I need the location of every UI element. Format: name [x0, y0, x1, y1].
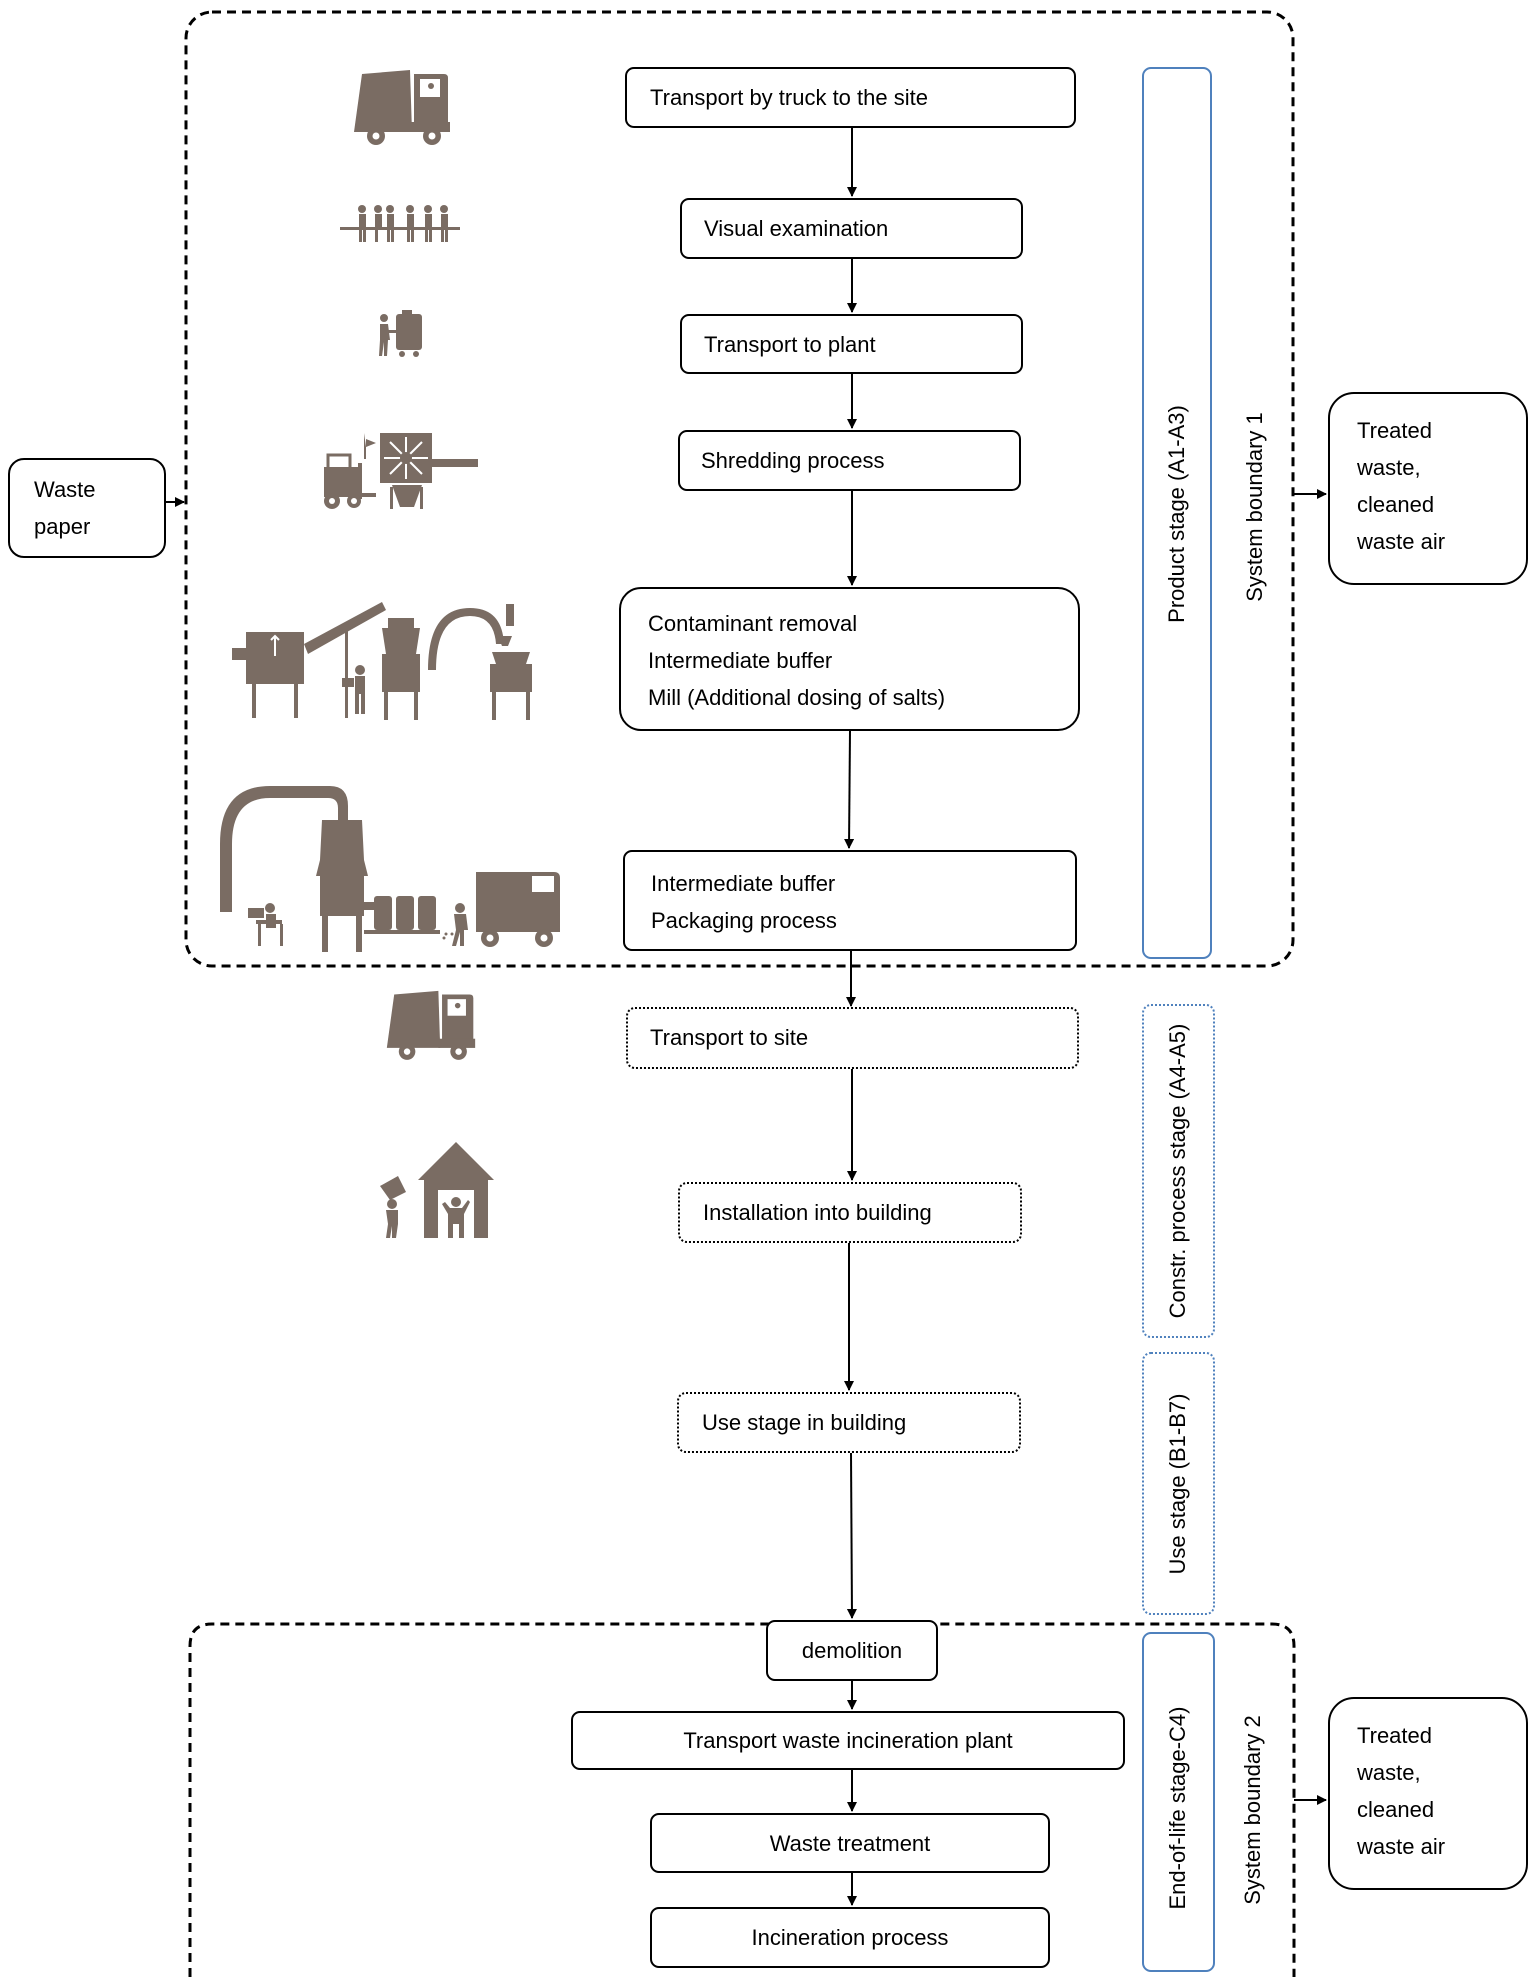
output-label-line: waste air [1357, 1834, 1446, 1859]
step-use-stage: Use stage in building [677, 1392, 1021, 1453]
step-label: Transport to site [650, 1025, 809, 1050]
inspection-workers-icon [340, 205, 460, 242]
input-label-line: paper [34, 514, 91, 539]
step-contaminant-removal: Contaminant removal Intermediate buffer … [619, 587, 1080, 731]
step-label: Incineration process [751, 1925, 949, 1950]
output-label-line: cleaned [1357, 1797, 1435, 1822]
step-truck-to-site: Transport by truck to the site [625, 67, 1076, 128]
step-waste-treatment: Waste treatment [650, 1813, 1050, 1873]
step-installation: Installation into building [678, 1182, 1022, 1243]
worker-with-cart-icon [379, 310, 422, 357]
output-1: Treated waste, cleaned waste air [1328, 392, 1528, 585]
step-shredding: Shredding process [678, 430, 1021, 491]
system-boundary-2-label: System boundary 2 [1240, 1715, 1265, 1905]
step-label: Transport by truck to the site [650, 85, 928, 110]
step-label-line: Intermediate buffer [651, 871, 836, 896]
step-label: Use stage in building [702, 1410, 907, 1435]
output-label-line: waste air [1357, 529, 1446, 554]
output-label-line: Treated [1357, 1723, 1433, 1748]
system-boundary-1-label: System boundary 1 [1242, 412, 1267, 602]
step-transport-incineration: Transport waste incineration plant [571, 1711, 1125, 1770]
step-demolition: demolition [766, 1620, 938, 1681]
step-label: demolition [801, 1638, 903, 1663]
step-label: Transport waste incineration plant [683, 1728, 1013, 1753]
input-label-line: Waste [34, 477, 96, 502]
step-incineration: Incineration process [650, 1907, 1050, 1968]
step-label: Installation into building [703, 1200, 932, 1225]
stage-product-bar [1142, 67, 1212, 959]
stage-construction-label: Constr. process stage (A4-A5) [1165, 1023, 1190, 1319]
step-packaging: Intermediate buffer Packaging process [623, 850, 1077, 951]
step-label-line: Intermediate buffer [648, 648, 833, 673]
stage-construction-bar [1142, 1004, 1215, 1338]
system-boundary-1-frame [184, 10, 1295, 968]
forklift-shredder-icon [324, 433, 478, 509]
stage-eol-label: End-of-life stage-C4) [1165, 1706, 1190, 1910]
stage-product-label: Product stage (A1-A3) [1164, 405, 1189, 623]
step-label-line: Contaminant removal [648, 611, 858, 636]
step-label: Visual examination [704, 216, 889, 241]
garbage-truck-icon [354, 70, 450, 145]
garbage-truck-icon [386, 990, 476, 1060]
stage-use-label: Use stage (B1-B7) [1165, 1393, 1190, 1575]
output-2: Treated waste, cleaned waste air [1328, 1697, 1528, 1890]
stage-use-bar [1142, 1352, 1215, 1615]
input-waste-paper: Waste paper [8, 458, 166, 558]
arrow [846, 1452, 857, 1619]
step-visual-examination: Visual examination [680, 198, 1023, 259]
house-installation-icon [380, 1142, 494, 1238]
output-label-line: waste, [1357, 455, 1421, 480]
step-label: Transport to plant [704, 332, 876, 357]
output-label-line: waste, [1357, 1760, 1421, 1785]
packaging-line-icon [220, 786, 560, 952]
step-label: Waste treatment [769, 1831, 931, 1856]
contaminant-removal-machinery-icon [232, 602, 532, 720]
step-label: Shredding process [701, 448, 885, 473]
output-label-line: Treated [1357, 418, 1433, 443]
stage-eol-bar [1142, 1632, 1215, 1972]
step-label-line: Packaging process [651, 908, 837, 933]
step-label-line: Mill (Additional dosing of salts) [648, 685, 946, 710]
output-label-line: cleaned [1357, 492, 1435, 517]
arrow [844, 730, 855, 849]
step-transport-to-site: Transport to site [626, 1007, 1079, 1069]
step-transport-to-plant: Transport to plant [680, 314, 1023, 374]
